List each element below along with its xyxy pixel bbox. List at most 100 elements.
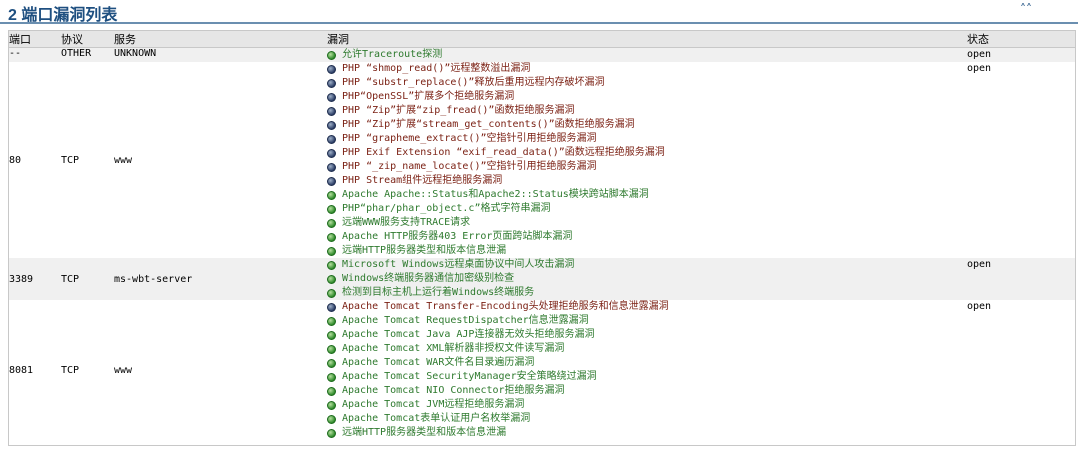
vulnerability-link[interactable]: Apache Apache::Status和Apache2::Status模块跨… [342,189,649,200]
vulnerability-link[interactable]: Microsoft Windows远程桌面协议中间人攻击漏洞 [342,259,575,270]
vulnerability-item[interactable]: PHP “_zip_name_locate()”空指针引用拒绝服务漏洞 [327,160,967,174]
vulnerability-item[interactable]: 远端WWW服务支持TRACE请求 [327,216,967,230]
low-risk-dot-icon [327,190,336,200]
vulnerability-item[interactable]: Apache HTTP服务器403 Error页面跨站脚本漏洞 [327,230,967,244]
service-cell: ms-wbt-server [114,258,327,300]
section-header: 2 端口漏洞列表 ˄˄ [0,0,1086,24]
vulnerability-item[interactable]: PHP“OpenSSL”扩展多个拒绝服务漏洞 [327,90,967,104]
vulnerability-item[interactable]: 允许Traceroute探测 [327,48,967,62]
vulnerability-link[interactable]: Apache Tomcat WAR文件名目录遍历漏洞 [342,357,535,368]
vulnerability-item[interactable]: 远端HTTP服务器类型和版本信息泄漏 [327,244,967,258]
column-header-vulnerability: 漏洞 [327,31,967,48]
high-risk-dot-icon [327,64,336,74]
vulnerability-link[interactable]: PHP“phar/phar_object.c”格式字符串漏洞 [342,203,551,214]
vulnerability-item[interactable]: 远端HTTP服务器类型和版本信息泄漏 [327,426,967,440]
high-risk-dot-icon [327,120,336,130]
vulnerability-item[interactable]: Apache Tomcat RequestDispatcher信息泄露漏洞 [327,314,967,328]
vulnerability-link[interactable]: Windows终端服务器通信加密级别检查 [342,273,515,284]
low-risk-dot-icon [327,400,336,410]
vulnerability-link[interactable]: Apache Tomcat JVM远程拒绝服务漏洞 [342,399,525,410]
vulnerability-item[interactable]: Apache Tomcat NIO Connector拒绝服务漏洞 [327,384,967,398]
port-cell: 3389 [9,258,61,300]
low-risk-dot-icon [327,246,336,256]
vulnerability-link[interactable]: Apache Tomcat Transfer-Encoding头处理拒绝服务和信… [342,301,669,312]
protocol-cell: TCP [61,258,114,300]
vulnerability-link[interactable]: PHP Stream组件远程拒绝服务漏洞 [342,175,503,186]
vulnerability-link[interactable]: PHP “_zip_name_locate()”空指针引用拒绝服务漏洞 [342,161,597,172]
vulnerability-link[interactable]: Apache Tomcat XML解析器非授权文件读写漏洞 [342,343,565,354]
vulnerability-list: PHP “shmop_read()”远程整数溢出漏洞 PHP “substr_re… [327,62,967,258]
high-risk-dot-icon [327,176,336,186]
vulnerability-item[interactable]: Apache Tomcat JVM远程拒绝服务漏洞 [327,398,967,412]
protocol-cell: OTHER [61,47,114,62]
low-risk-dot-icon [327,204,336,214]
vulnerability-item[interactable]: Apache Tomcat Transfer-Encoding头处理拒绝服务和信… [327,300,967,314]
vulnerability-item[interactable]: PHP “shmop_read()”远程整数溢出漏洞 [327,62,967,76]
high-risk-dot-icon [327,302,336,312]
vulnerability-item[interactable]: Apache Tomcat Java AJP连接器无效头拒绝服务漏洞 [327,328,967,342]
vulnerability-link[interactable]: Apache Tomcat NIO Connector拒绝服务漏洞 [342,385,565,396]
vulnerability-item[interactable]: PHP Stream组件远程拒绝服务漏洞 [327,174,967,188]
vulnerability-link[interactable]: PHP “grapheme_extract()”空指针引用拒绝服务漏洞 [342,133,597,144]
service-cell: www [114,62,327,258]
vulnerability-link[interactable]: PHP “substr_replace()”释放后重用远程内存破坏漏洞 [342,77,605,88]
low-risk-dot-icon [327,344,336,354]
high-risk-dot-icon [327,162,336,172]
vulnerability-item[interactable]: Apache Apache::Status和Apache2::Status模块跨… [327,188,967,202]
vulnerability-item[interactable]: PHP “Zip”扩展“zip_fread()”函数拒绝服务漏洞 [327,104,967,118]
vulnerability-link[interactable]: Apache Tomcat SecurityManager安全策略绕过漏洞 [342,371,597,382]
low-risk-dot-icon [327,50,336,60]
port-cell: 8081 [9,300,61,440]
vulnerability-link[interactable]: 远端HTTP服务器类型和版本信息泄漏 [342,245,507,256]
vulnerability-item[interactable]: 检测到目标主机上运行着Windows终端服务 [327,286,967,300]
table-header-row: 端口 协议 服务 漏洞 状态 [9,31,1075,48]
vulnerability-link[interactable]: 允许Traceroute探测 [342,49,443,60]
vulnerability-link[interactable]: Apache Tomcat RequestDispatcher信息泄露漏洞 [342,315,589,326]
column-header-service: 服务 [114,31,327,48]
vulnerability-link[interactable]: Apache Tomcat Java AJP连接器无效头拒绝服务漏洞 [342,329,595,340]
low-risk-dot-icon [327,218,336,228]
low-risk-dot-icon [327,372,336,382]
vulnerability-item[interactable]: Windows终端服务器通信加密级别检查 [327,272,967,286]
vulnerability-link[interactable]: PHP“OpenSSL”扩展多个拒绝服务漏洞 [342,91,515,102]
vulnerability-item[interactable]: Microsoft Windows远程桌面协议中间人攻击漏洞 [327,258,967,272]
high-risk-dot-icon [327,106,336,116]
vulnerability-link[interactable]: PHP “Zip”扩展“zip_fread()”函数拒绝服务漏洞 [342,105,575,116]
status-cell: open [967,258,1075,300]
vulnerability-link[interactable]: 检测到目标主机上运行着Windows终端服务 [342,287,535,298]
section-title: 2 端口漏洞列表 [8,7,118,24]
vulnerability-item[interactable]: PHP Exif Extension “exif_read_data()”函数远… [327,146,967,160]
column-header-status: 状态 [967,31,1075,48]
vulnerability-link[interactable]: 远端WWW服务支持TRACE请求 [342,217,471,228]
double-chevron-up-icon[interactable]: ˄˄ [1020,2,1032,16]
vulnerability-item[interactable]: Apache Tomcat XML解析器非授权文件读写漏洞 [327,342,967,356]
vulnerability-link[interactable]: Apache HTTP服务器403 Error页面跨站脚本漏洞 [342,231,573,242]
vulnerability-link[interactable]: PHP “Zip”扩展“stream_get_contents()”函数拒绝服务… [342,119,635,130]
vulnerability-list: 允许Traceroute探测 [327,47,967,62]
high-risk-dot-icon [327,148,336,158]
vulnerability-list: Microsoft Windows远程桌面协议中间人攻击漏洞 Windows终端服… [327,258,967,300]
vulnerability-link[interactable]: PHP Exif Extension “exif_read_data()”函数远… [342,147,665,158]
low-risk-dot-icon [327,288,336,298]
column-header-protocol: 协议 [61,31,114,48]
vulnerability-item[interactable]: Apache Tomcat表单认证用户名枚举漏洞 [327,412,967,426]
low-risk-dot-icon [327,274,336,284]
status-cell: open [967,62,1075,258]
vulnerability-item[interactable]: PHP “grapheme_extract()”空指针引用拒绝服务漏洞 [327,132,967,146]
vulnerability-link[interactable]: PHP “shmop_read()”远程整数溢出漏洞 [342,63,531,74]
vulnerability-item[interactable]: PHP“phar/phar_object.c”格式字符串漏洞 [327,202,967,216]
vulnerability-link[interactable]: 远端HTTP服务器类型和版本信息泄漏 [342,427,507,438]
vulnerability-item[interactable]: Apache Tomcat SecurityManager安全策略绕过漏洞 [327,370,967,384]
vulnerability-item[interactable]: Apache Tomcat WAR文件名目录遍历漏洞 [327,356,967,370]
vulnerability-item[interactable]: PHP “substr_replace()”释放后重用远程内存破坏漏洞 [327,76,967,90]
column-header-port: 端口 [9,31,61,48]
service-cell: UNKNOWN [114,47,327,62]
status-cell: open [967,300,1075,440]
vulnerability-item[interactable]: PHP “Zip”扩展“stream_get_contents()”函数拒绝服务… [327,118,967,132]
vulnerability-link[interactable]: Apache Tomcat表单认证用户名枚举漏洞 [342,413,531,424]
